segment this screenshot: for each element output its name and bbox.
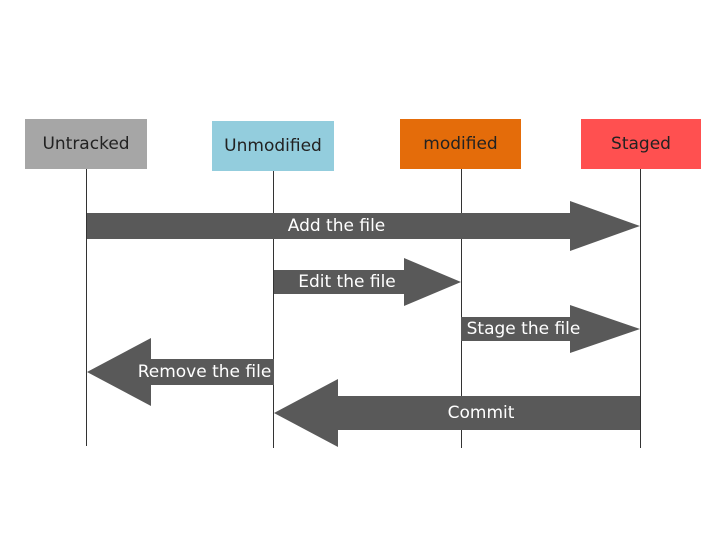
state-untracked: Untracked <box>25 119 147 169</box>
arrow-commit <box>274 379 640 447</box>
arrow-label-remove-the-file: Remove the file <box>137 362 272 382</box>
lifeline-modified <box>461 169 462 448</box>
arrow-stage-the-file <box>461 305 640 353</box>
arrow-edit-the-file <box>274 258 461 306</box>
lifeline-unmodified <box>273 171 274 448</box>
arrow-add-the-file <box>87 201 640 251</box>
arrow-label-add-the-file: Add the file <box>287 216 386 236</box>
lifeline-staged <box>640 169 641 448</box>
arrow-remove-the-file <box>87 338 274 406</box>
lifeline-untracked <box>86 169 87 446</box>
state-staged: Staged <box>581 119 701 169</box>
state-unmodified: Unmodified <box>212 121 334 171</box>
arrow-label-edit-the-file: Edit the file <box>298 272 396 292</box>
arrow-label-stage-the-file: Stage the file <box>466 319 581 339</box>
arrow-label-commit: Commit <box>447 403 515 423</box>
state-modified: modified <box>400 119 521 169</box>
